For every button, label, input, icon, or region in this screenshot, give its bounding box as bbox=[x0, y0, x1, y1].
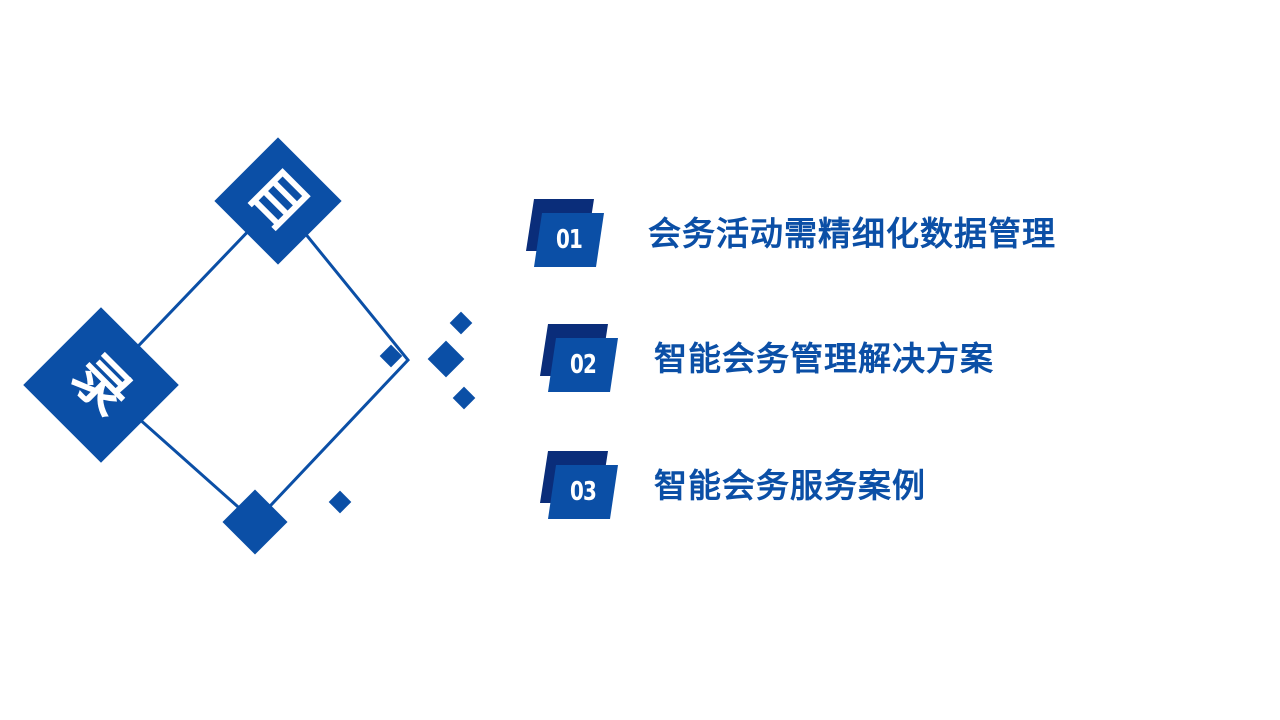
number-badge-1 bbox=[526, 199, 604, 267]
number-badge-2 bbox=[540, 324, 618, 392]
toc-item-2-title: 智能会务管理解决方案 bbox=[654, 339, 994, 378]
toc-item-1-title: 会务活动需精细化数据管理 bbox=[648, 214, 1056, 253]
diamond-left bbox=[23, 307, 179, 463]
toc-item-3[interactable]: 03 智能会务服务案例 bbox=[538, 451, 1098, 521]
small-diamond-inner bbox=[379, 344, 403, 368]
number-badge-3 bbox=[540, 451, 618, 519]
toc-item-3-title: 智能会务服务案例 bbox=[654, 466, 926, 505]
number-badge-1-label: 01 bbox=[556, 225, 583, 255]
small-diamond-right-top bbox=[449, 311, 473, 335]
small-diamond-right-mid bbox=[427, 340, 465, 378]
small-diamond-bottom-right bbox=[328, 490, 352, 514]
small-diamond-right-bottom bbox=[452, 386, 476, 410]
diamond-top bbox=[214, 137, 342, 265]
number-badge-2-label: 02 bbox=[570, 350, 597, 380]
toc-item-1[interactable]: 01 会务活动需精细化数据管理 bbox=[524, 199, 1144, 269]
number-badge-3-label: 03 bbox=[570, 477, 597, 507]
toc-item-2[interactable]: 02 智能会务管理解决方案 bbox=[538, 324, 1098, 394]
diamond-bottom bbox=[222, 489, 288, 555]
